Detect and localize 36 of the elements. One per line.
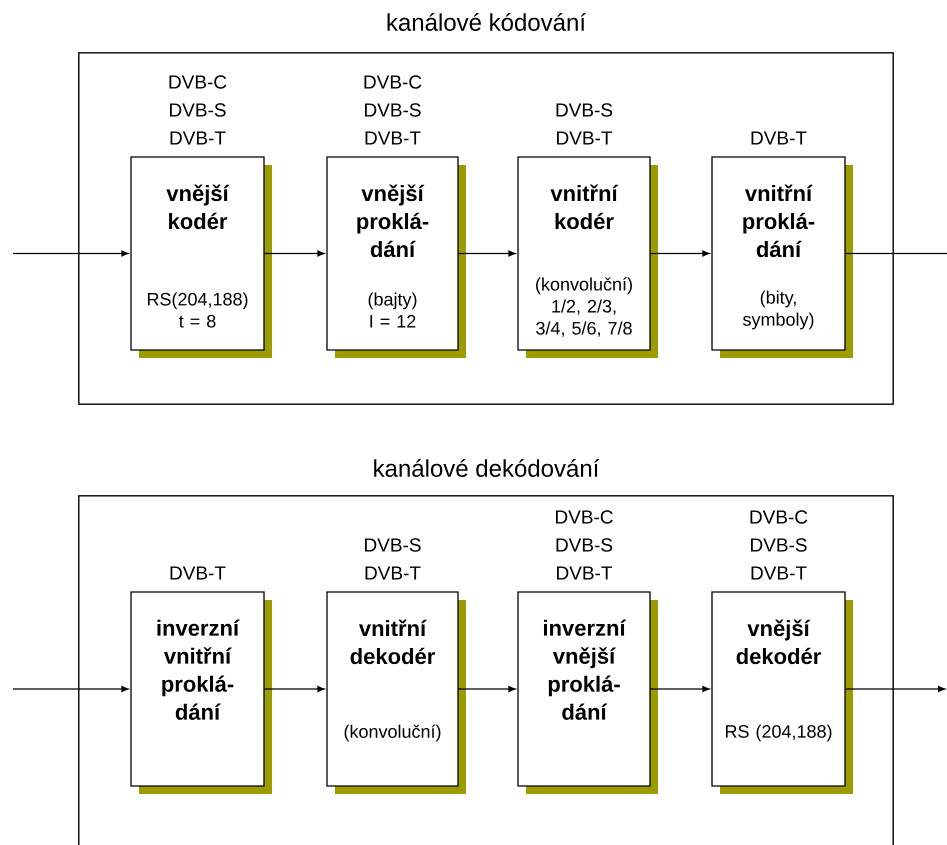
standard-label: DVB-C bbox=[364, 75, 422, 89]
process-box: inverzní vnější proklá-dání bbox=[517, 591, 658, 794]
node-label: kanálové kódování bbox=[388, 13, 586, 31]
arrow bbox=[650, 686, 710, 692]
standard-label: DVB-T bbox=[366, 131, 421, 145]
arrow bbox=[13, 686, 129, 692]
standard-label: DVB-S bbox=[365, 538, 421, 552]
standard-label: DVB-T bbox=[752, 566, 807, 580]
arrow bbox=[458, 686, 516, 692]
standard-label: DVB-S bbox=[751, 538, 807, 552]
arrow bbox=[264, 686, 325, 692]
standard-label: DVB-T bbox=[366, 566, 421, 580]
arrow bbox=[13, 250, 129, 257]
standard-label: DVB-T bbox=[170, 566, 226, 580]
standard-label: DVB-T bbox=[557, 566, 612, 580]
process-box: vnitřní kodér (konvoluční) 1/2, 2/3, 3/4, 5/6, 7/8 bbox=[517, 156, 658, 358]
process-box: vnější proklá-dání (bajty) I = 12 bbox=[326, 156, 466, 358]
arrow bbox=[264, 250, 325, 257]
process-box: vnější dekodér RS (204,188) bbox=[711, 591, 853, 794]
process-box: inverzní vnitřní proklá-dání bbox=[130, 591, 272, 794]
standard-label: DVB-T bbox=[170, 131, 226, 145]
arrow bbox=[846, 686, 946, 692]
standard-label: DVB-S bbox=[556, 103, 612, 117]
standard-label: DVB-S bbox=[365, 103, 421, 117]
arrow bbox=[458, 250, 516, 257]
standard-label: DVB-C bbox=[170, 75, 226, 89]
standard-label: DVB-C bbox=[556, 510, 613, 524]
process-box: vnější kodér RS(204,188) t = 8 bbox=[130, 156, 272, 358]
standard-label: DVB-T bbox=[752, 131, 807, 145]
standard-label: DVB-S bbox=[556, 538, 612, 552]
standard-label: DVB-S bbox=[170, 103, 226, 117]
process-box: vnitřní proklá-dání (bity, symboly) bbox=[711, 156, 853, 358]
process-box: vnitřní dekodér (konvoluční) bbox=[326, 591, 466, 794]
standard-label: DVB-T bbox=[557, 131, 612, 145]
arrow bbox=[650, 250, 710, 257]
standard-label: DVB-C bbox=[750, 510, 808, 524]
